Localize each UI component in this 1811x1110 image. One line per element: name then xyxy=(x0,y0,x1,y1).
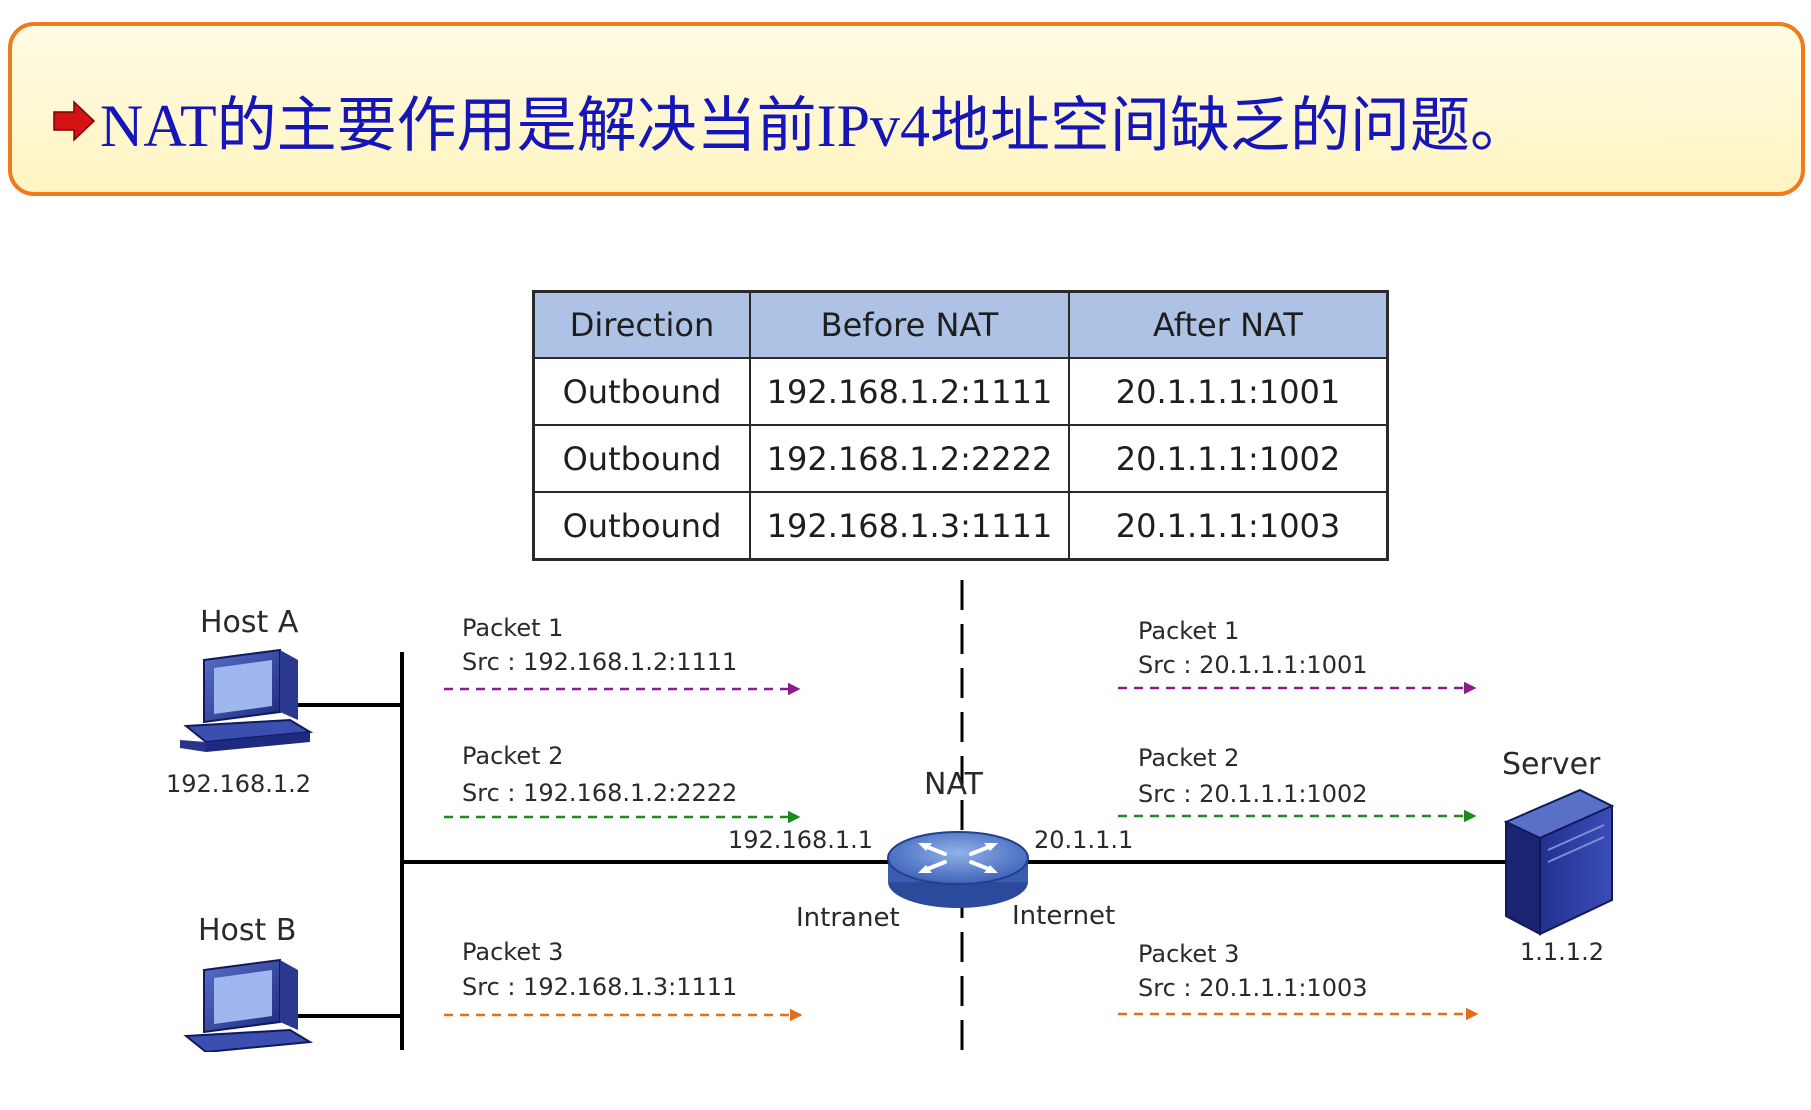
table-row: Outbound 192.168.1.3:1111 20.1.1.1:1003 xyxy=(532,491,1389,561)
server-ip: 1.1.1.2 xyxy=(1520,938,1604,966)
host-a-ip: 192.168.1.2 xyxy=(166,770,311,798)
title-banner: NAT的主要作用是解决当前IPv4地址空间缺乏的问题。 xyxy=(8,22,1805,196)
network-cables xyxy=(290,652,1510,1050)
router-icon xyxy=(887,831,1029,908)
packet-1-in-name: Packet 1 xyxy=(462,614,563,642)
nat-outside-ip: 20.1.1.1 xyxy=(1034,826,1133,854)
header-before-nat: Before NAT xyxy=(749,290,1070,359)
nat-name: NAT xyxy=(924,767,984,802)
packet-3-out-src: Src : 20.1.1.1:1003 xyxy=(1138,974,1368,1002)
cell-after-nat: 20.1.1.1:1003 xyxy=(1068,491,1389,561)
table-row: Outbound 192.168.1.2:2222 20.1.1.1:1002 xyxy=(532,424,1389,493)
server-tower-icon xyxy=(1503,788,1615,936)
cell-direction: Outbound xyxy=(532,491,751,561)
server-name: Server xyxy=(1502,747,1601,782)
banner-text: NAT的主要作用是解决当前IPv4地址空间缺乏的问题。 xyxy=(100,93,1531,159)
cell-before-nat: 192.168.1.3:1111 xyxy=(749,491,1070,561)
packet-2-in-src: Src : 192.168.1.2:2222 xyxy=(462,779,737,807)
packet-2-out-src: Src : 20.1.1.1:1002 xyxy=(1138,780,1368,808)
header-after-nat: After NAT xyxy=(1068,290,1389,359)
desktop-computer-icon xyxy=(180,648,314,752)
nat-translation-table: Direction Before NAT After NAT Outbound … xyxy=(532,290,1389,561)
packet-1-in-src: Src : 192.168.1.2:1111 xyxy=(462,648,737,676)
cell-before-nat: 192.168.1.2:2222 xyxy=(749,424,1070,493)
intranet-label: Intranet xyxy=(796,903,900,933)
packet-1-out-name: Packet 1 xyxy=(1138,617,1239,645)
cell-after-nat: 20.1.1.1:1002 xyxy=(1068,424,1389,493)
packet-3-in-name: Packet 3 xyxy=(462,938,563,966)
packet-2-in-name: Packet 2 xyxy=(462,742,563,770)
host-a-name: Host A xyxy=(200,605,299,640)
packet-3-out-name: Packet 3 xyxy=(1138,940,1239,968)
cell-direction: Outbound xyxy=(532,424,751,493)
table-row: Outbound 192.168.1.2:1111 20.1.1.1:1001 xyxy=(532,357,1389,426)
packet-3-in-src: Src : 192.168.1.3:1111 xyxy=(462,973,737,1001)
nat-inside-ip: 192.168.1.1 xyxy=(728,826,873,854)
cell-direction: Outbound xyxy=(532,357,751,426)
packet-2-out-name: Packet 2 xyxy=(1138,744,1239,772)
cell-before-nat: 192.168.1.2:1111 xyxy=(749,357,1070,426)
host-b-name: Host B xyxy=(198,913,296,948)
table-header-row: Direction Before NAT After NAT xyxy=(532,290,1389,359)
internet-label: Internet xyxy=(1012,901,1115,931)
cell-after-nat: 20.1.1.1:1001 xyxy=(1068,357,1389,426)
desktop-computer-icon xyxy=(183,958,314,1054)
header-direction: Direction xyxy=(532,290,751,359)
packet-1-out-src: Src : 20.1.1.1:1001 xyxy=(1138,651,1368,679)
red-right-arrow-icon xyxy=(53,100,96,142)
